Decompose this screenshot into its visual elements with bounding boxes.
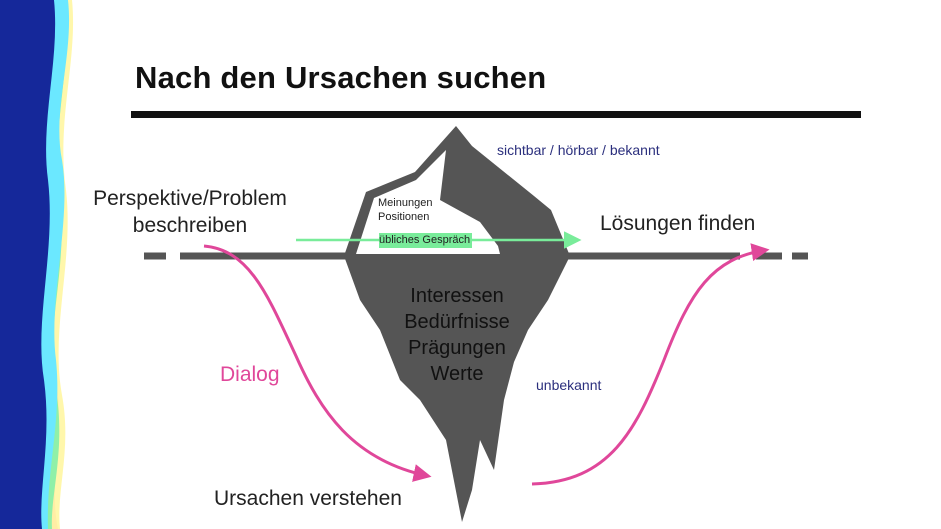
- underwater-labels: Interessen Bedürfnisse Prägungen Werte: [392, 283, 522, 387]
- iceberg-tip-inner: [356, 150, 500, 254]
- dialog-label: Dialog: [220, 363, 280, 386]
- underwater-label-values: Werte: [430, 363, 484, 385]
- title-underline: [131, 111, 861, 118]
- perspective-label-line2: beschreiben: [132, 214, 248, 237]
- visible-label: sichtbar / hörbar / bekannt: [497, 142, 660, 158]
- causes-label: Ursachen verstehen: [214, 487, 402, 510]
- tip-label-positions: Positionen: [378, 211, 430, 223]
- underwater-label-imprints: Prägungen: [408, 337, 506, 359]
- dialog-curve-down: [203, 244, 432, 482]
- tip-label-opinions: Meinungen: [378, 197, 433, 209]
- dialog-curve-up: [531, 243, 770, 486]
- decorative-wave-band: [0, 0, 74, 529]
- slide-title: Nach den Ursachen suchen: [135, 60, 547, 95]
- tip-labels: Meinungen Positionen: [378, 196, 432, 224]
- unknown-label: unbekannt: [536, 377, 602, 393]
- perspective-label: Perspektive/Problem beschreiben: [84, 185, 296, 239]
- underwater-label-interests: Interessen: [410, 285, 504, 307]
- conversation-label: übliches Gespräch: [379, 233, 473, 248]
- iceberg-underwater: [344, 256, 570, 522]
- wave-dark-blue-layer: [0, 0, 56, 529]
- perspective-label-line1: Perspektive/Problem: [93, 187, 287, 210]
- underwater-label-needs: Bedürfnisse: [404, 311, 510, 333]
- solutions-label: Lösungen finden: [600, 212, 756, 235]
